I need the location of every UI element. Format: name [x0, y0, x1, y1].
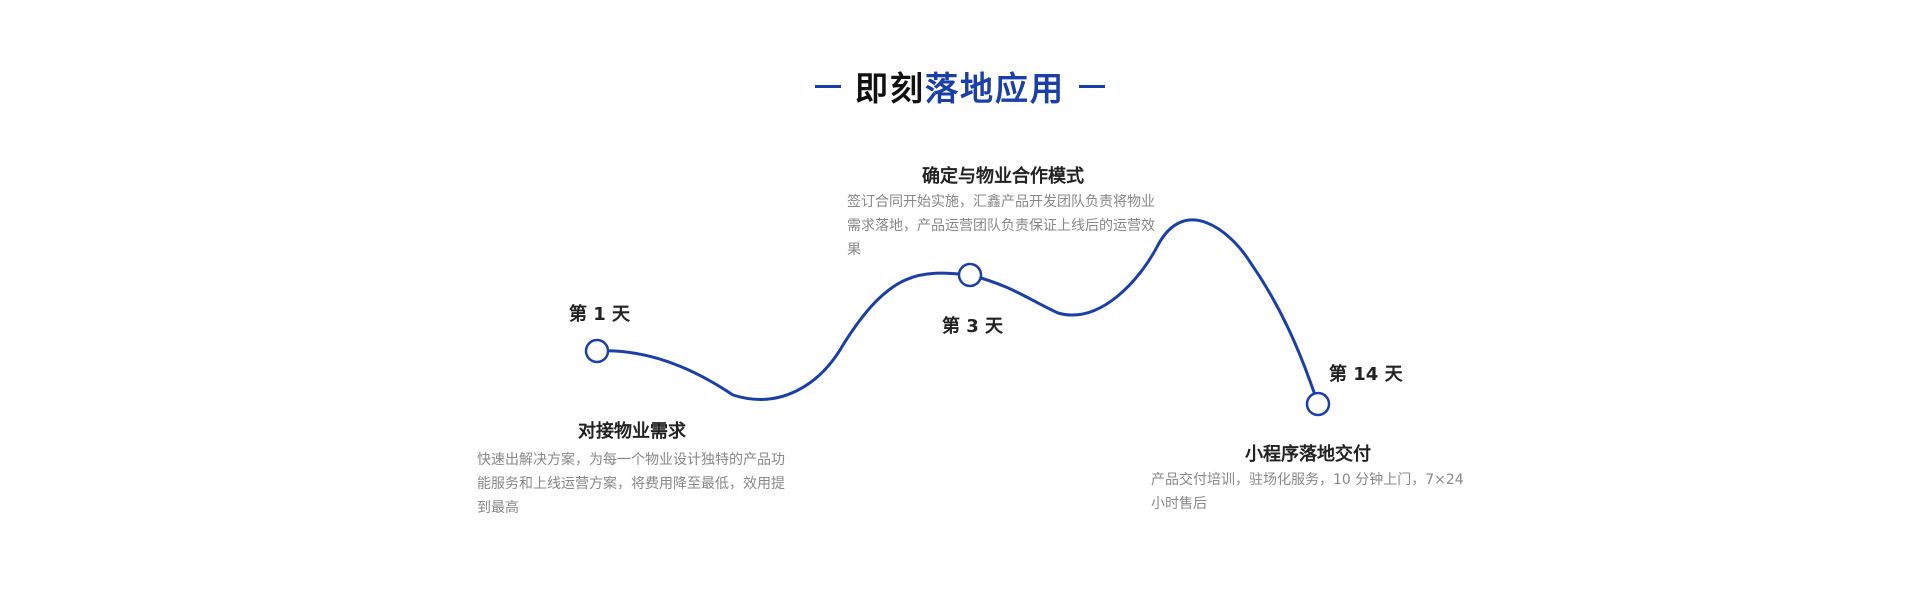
stage-desc-3: 产品交付培训，驻场化服务，10 分钟上门，7×24 小时售后: [1151, 472, 1464, 512]
milestone-marker-day-3: [957, 262, 983, 288]
milestone-marker-day-14: [1305, 391, 1331, 417]
title-right-dash: [1079, 84, 1105, 88]
stage-title-2: 确定与物业合作模式: [922, 166, 1084, 187]
milestone-marker-day-1: [584, 338, 610, 364]
title-left-dash: [815, 84, 841, 88]
page-title: 即刻落地应用: [0, 62, 1920, 110]
day-label-3: 第 14 天: [1329, 364, 1403, 385]
stage-desc-2: 签订合同开始实施，汇鑫产品开发团队负责将物业需求落地，产品运营团队负责保证上线后…: [847, 194, 1155, 258]
stage-desc-1: 快速出解决方案，为每一个物业设计独特的产品功能服务和上线运营方案，将费用降至最低…: [477, 452, 785, 516]
title-part-1: 即刻: [855, 69, 925, 108]
title-part-2: 落地应用: [925, 69, 1065, 108]
timeline-curve: [596, 218, 1320, 405]
day-label-1: 第 1 天: [569, 304, 631, 325]
stage-title-3: 小程序落地交付: [1245, 444, 1371, 465]
day-label-2: 第 3 天: [942, 316, 1004, 337]
stage-title-1: 对接物业需求: [578, 421, 686, 442]
